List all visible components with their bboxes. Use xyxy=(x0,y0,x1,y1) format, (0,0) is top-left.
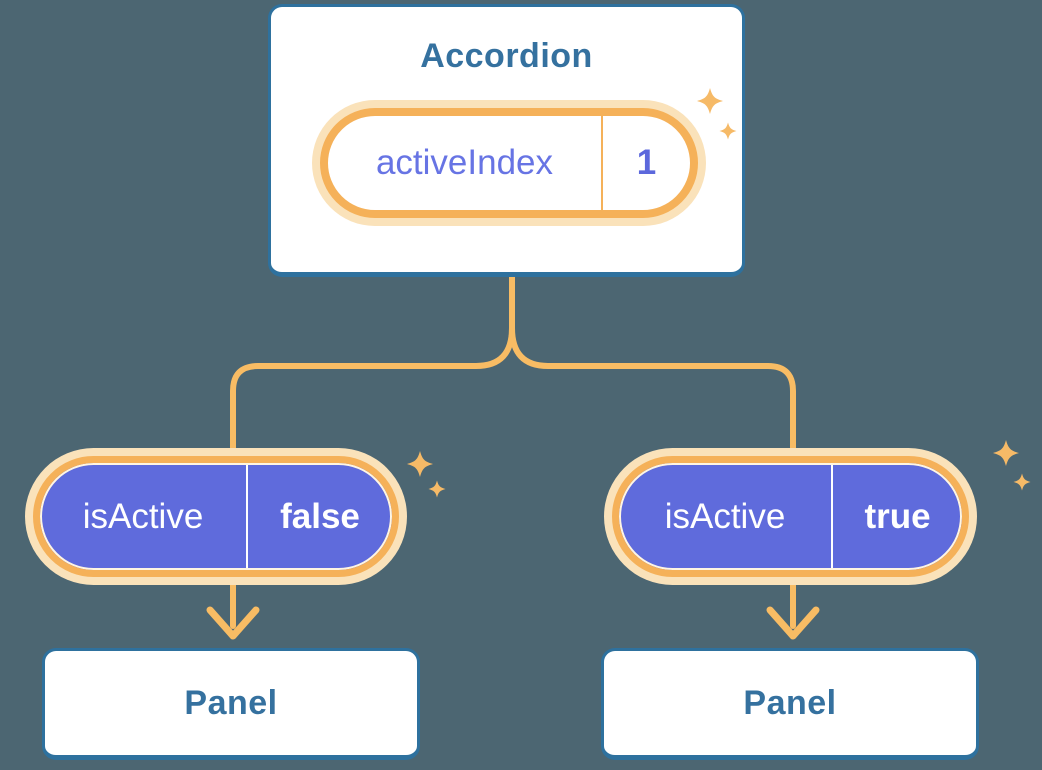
sparkle-icon xyxy=(993,440,1019,466)
connector-branch-right xyxy=(509,274,796,455)
panel-title: Panel xyxy=(743,683,837,722)
prop-name-label: isActive xyxy=(82,496,204,536)
pill-divider xyxy=(246,465,248,568)
pill-divider xyxy=(831,465,833,568)
is-active-pill-right: isActive true xyxy=(612,456,969,577)
connector-branch-left xyxy=(230,274,515,455)
is-active-pill-left: isActive false xyxy=(33,456,399,577)
state-value-label: 1 xyxy=(636,143,657,182)
active-index-state-pill: activeIndex 1 xyxy=(320,108,698,218)
prop-name-label: isActive xyxy=(664,496,786,536)
sparkle-icon xyxy=(407,451,433,477)
arrow-right-head xyxy=(766,606,820,640)
panel-card-right: Panel xyxy=(601,648,979,760)
state-name-label: activeIndex xyxy=(375,143,554,182)
prop-value-label: false xyxy=(280,496,360,536)
panel-title: Panel xyxy=(184,683,278,722)
panel-card-left: Panel xyxy=(42,648,420,760)
arrow-left-head xyxy=(206,606,260,640)
prop-value-label: true xyxy=(864,496,931,536)
pill-divider xyxy=(601,116,603,210)
sparkle-icon xyxy=(428,480,446,498)
sparkle-icon xyxy=(1013,473,1031,491)
accordion-title: Accordion xyxy=(420,37,593,75)
